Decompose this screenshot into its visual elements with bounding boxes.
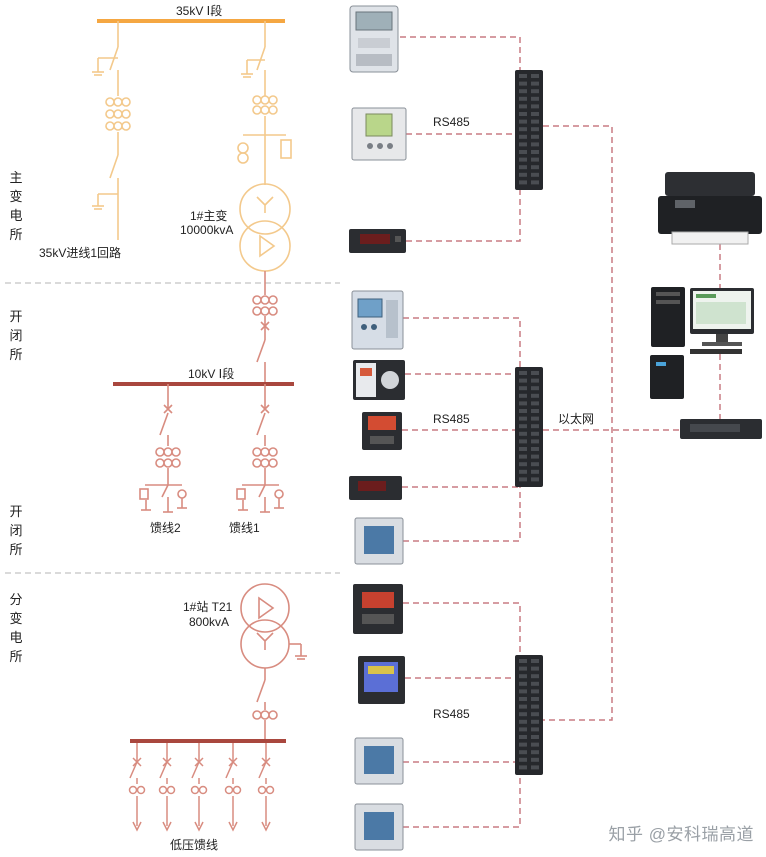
low-voltage-feeder-branch <box>158 743 176 832</box>
feeder-2-label: 馈线2 <box>150 521 181 535</box>
rs485-switch-icon <box>515 655 543 775</box>
low-voltage-feeder-branch <box>257 743 275 832</box>
section-label: 开闭所 <box>9 309 23 362</box>
rs485-label: RS485 <box>433 412 470 426</box>
station-transformer-rating: 800kvA <box>189 615 230 629</box>
switchgear-controller-icon <box>353 360 405 400</box>
main-transformer-winding <box>239 183 291 235</box>
rs485-label: RS485 <box>433 115 470 129</box>
station-transformer-winding <box>240 583 290 633</box>
feeder-1-label: 馈线1 <box>229 521 260 535</box>
rs485-switches <box>515 70 543 775</box>
ethernet-switch-icon <box>680 419 762 439</box>
current-transformer-icon <box>252 95 278 115</box>
energy-meter-icon <box>349 5 399 73</box>
low-voltage-feeder-branch <box>224 743 242 832</box>
ups-icon <box>650 355 684 399</box>
rs485-label: RS485 <box>433 707 470 721</box>
power-meter-icon <box>354 803 404 851</box>
protection-relay-icon <box>351 290 404 350</box>
main-transformer-rating: 10000kvA <box>180 223 234 237</box>
low-voltage-feeder-branch <box>190 743 208 832</box>
bus-35kv-section <box>92 19 292 272</box>
section-label: 主变电所 <box>9 170 23 242</box>
ethernet-links <box>543 125 721 721</box>
main-transformer-winding <box>239 220 291 272</box>
low-voltage-feeder-branch <box>128 743 146 832</box>
multifunction-meter-icon <box>353 584 403 634</box>
rs485-links <box>400 36 521 828</box>
low-voltage-feeder-label: 低压馈线 <box>170 838 219 852</box>
current-transformer-icon <box>105 97 131 131</box>
rs485-switch-icon <box>515 70 543 190</box>
monitor-icon <box>690 288 754 354</box>
digital-display-meter-icon <box>349 476 402 500</box>
ethernet-label: 以太网 <box>558 412 595 426</box>
current-transformer-icon <box>155 447 181 468</box>
current-transformer-icon <box>252 295 278 316</box>
section-label: 开闭所 <box>9 504 23 557</box>
bus-35kv-label: 35kV Ⅰ段 <box>176 4 223 18</box>
bus-10kv-section <box>113 271 307 743</box>
server-tower-icon <box>651 287 685 347</box>
incoming-line-label: 35kV进线1回路 <box>39 246 122 260</box>
station-transformer-name: 1#站 T21 <box>183 600 233 614</box>
current-transformer-icon <box>252 710 278 720</box>
main-transformer-name: 1#主变 <box>190 209 228 223</box>
protection-relay-icon <box>351 107 407 161</box>
digital-display-meter-icon <box>349 229 406 253</box>
motor-protector-icon <box>362 412 402 450</box>
printer-icon <box>658 172 762 245</box>
section-label: 分变电所 <box>9 592 23 664</box>
watermark: 知乎 @安科瑞高道 <box>608 825 754 844</box>
color-lcd-meter-icon <box>358 656 405 704</box>
current-transformer-icon <box>252 447 278 468</box>
power-meter-icon <box>354 517 404 565</box>
rs485-switch-icon <box>515 367 543 487</box>
low-voltage-feeders <box>128 743 275 832</box>
bus-10kv-label: 10kV Ⅰ段 <box>188 367 235 381</box>
power-meter-icon <box>354 737 404 785</box>
